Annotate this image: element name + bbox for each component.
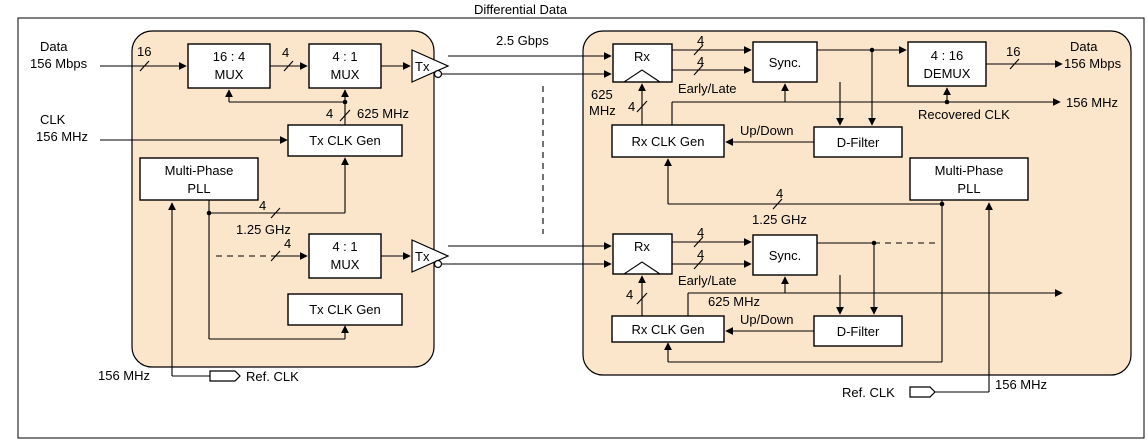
rx-multiphase-pll-block: [909, 157, 1029, 201]
demux-label: DEMUX: [924, 66, 971, 81]
demux-block: [907, 41, 987, 87]
tx-clk-gen-bottom-block: [287, 293, 403, 326]
rx-top-label: Rx: [634, 49, 650, 64]
rx-pll-label-1: Multi-Phase: [935, 163, 1004, 178]
tx-ref-clk-label: Ref. CLK: [246, 369, 299, 384]
receiver-group: [582, 30, 1132, 376]
rx-ref-clk-port: [909, 386, 936, 398]
transmitter-group: [131, 30, 435, 368]
tx-ref-clk-port: [209, 370, 241, 382]
sync-bottom-block: [752, 234, 818, 276]
bus-width-4-rxclk-top: 4: [628, 99, 635, 114]
d-filter-top-label: D-Filter: [837, 135, 880, 150]
tx-multiphase-pll-block: [139, 157, 259, 201]
tx-bottom-label: Tx: [415, 249, 430, 264]
mux-4-1-bottom-block: [308, 233, 382, 279]
rx-clk-gen-top-label: Rx CLK Gen: [632, 134, 705, 149]
mux-4-1-bottom-ratio: 4 : 1: [332, 239, 357, 254]
bus-width-16-in: 16: [137, 44, 151, 59]
differential-data-label: Differential Data: [474, 2, 568, 17]
bus-width-4-rx-a: 4: [697, 33, 704, 48]
sync-bottom-label: Sync.: [769, 248, 802, 263]
bus-width-4-pll: 4: [259, 198, 266, 213]
bus-width-4-rx-d: 4: [697, 247, 704, 262]
rx-mhz-label: MHz: [589, 103, 616, 118]
rx-bottom-block: [612, 233, 673, 275]
tx-625mhz-label: 625 MHz: [357, 106, 409, 121]
rx-bottom-label: Rx: [634, 239, 650, 254]
data-out-label: Data: [1070, 39, 1098, 54]
tx-1-25ghz-label: 1.25 GHz: [236, 222, 291, 237]
tx-pll-label-2: PLL: [187, 181, 210, 196]
sync-top-label: Sync.: [769, 55, 802, 70]
tx-ref-156mhz-label: 156 MHz: [98, 368, 150, 383]
data-in-rate-label: 156 Mbps: [30, 56, 88, 71]
bus-width-4-rx-pll: 4: [776, 186, 783, 201]
mux-4-1-top-label: MUX: [331, 67, 360, 82]
rx-625-label: 625: [591, 87, 613, 102]
rx-625mhz-bottom-label: 625 MHz: [708, 294, 760, 309]
bus-width-16-out: 16: [1006, 44, 1020, 59]
mux-16-4-block: [187, 43, 271, 89]
rx-top-block: [612, 43, 673, 83]
clk-rate-label: 156 MHz: [36, 129, 88, 144]
bus-width-4-clk-top: 4: [326, 106, 333, 121]
tx-pll-label-1: Multi-Phase: [165, 163, 234, 178]
rate-2-5gbps-label: 2.5 Gbps: [496, 33, 549, 48]
bus-width-4-mux: 4: [282, 45, 289, 60]
tx-clk-gen-bottom-label: Tx CLK Gen: [309, 302, 381, 317]
data-in-label: Data: [40, 39, 68, 54]
mux-16-4-label: MUX: [215, 67, 244, 82]
demux-ratio: 4 : 16: [931, 48, 964, 63]
rx-1-25ghz-label: 1.25 GHz: [752, 212, 807, 227]
rx-ref-clk-label: Ref. CLK: [842, 385, 895, 400]
bus-width-4-rx-c: 4: [697, 225, 704, 240]
data-out-rate-label: 156 Mbps: [1064, 56, 1122, 71]
up-down-top-label: Up/Down: [740, 123, 793, 138]
tx-top-label: Tx: [415, 59, 430, 74]
rx-pll-label-2: PLL: [957, 181, 980, 196]
d-filter-top-block: [813, 126, 903, 158]
bus-width-4-rxclk-bottom: 4: [626, 287, 633, 302]
rx-clk-gen-bottom-block: [611, 315, 725, 343]
clk-label: CLK: [40, 112, 66, 127]
d-filter-bottom-label: D-Filter: [837, 324, 880, 339]
tx-clk-gen-top-label: Tx CLK Gen: [309, 133, 381, 148]
early-late-top-label: Early/Late: [678, 81, 737, 96]
mux-4-1-bottom-label: MUX: [331, 257, 360, 272]
rx-clk-gen-bottom-label: Rx CLK Gen: [632, 322, 705, 337]
mux-16-4-ratio: 16 : 4: [213, 49, 246, 64]
tx-driver-top: [411, 49, 450, 83]
bus-width-4-mux-bottom: 4: [284, 236, 291, 251]
rx-ref-156mhz-label: 156 MHz: [995, 377, 1047, 392]
sync-top-block: [752, 41, 818, 83]
out-156mhz-label: 156 MHz: [1066, 95, 1118, 110]
tx-clk-gen-top-block: [287, 124, 403, 157]
mux-4-1-top-ratio: 4 : 1: [332, 49, 357, 64]
early-late-bottom-label: Early/Late: [678, 273, 737, 288]
recovered-clk-label: Recovered CLK: [918, 107, 1010, 122]
up-down-bottom-label: Up/Down: [740, 312, 793, 327]
bus-width-4-rx-b: 4: [697, 54, 704, 69]
rx-clk-gen-top-block: [611, 124, 725, 158]
d-filter-bottom-block: [813, 315, 903, 347]
tx-driver-bottom: [411, 239, 450, 273]
